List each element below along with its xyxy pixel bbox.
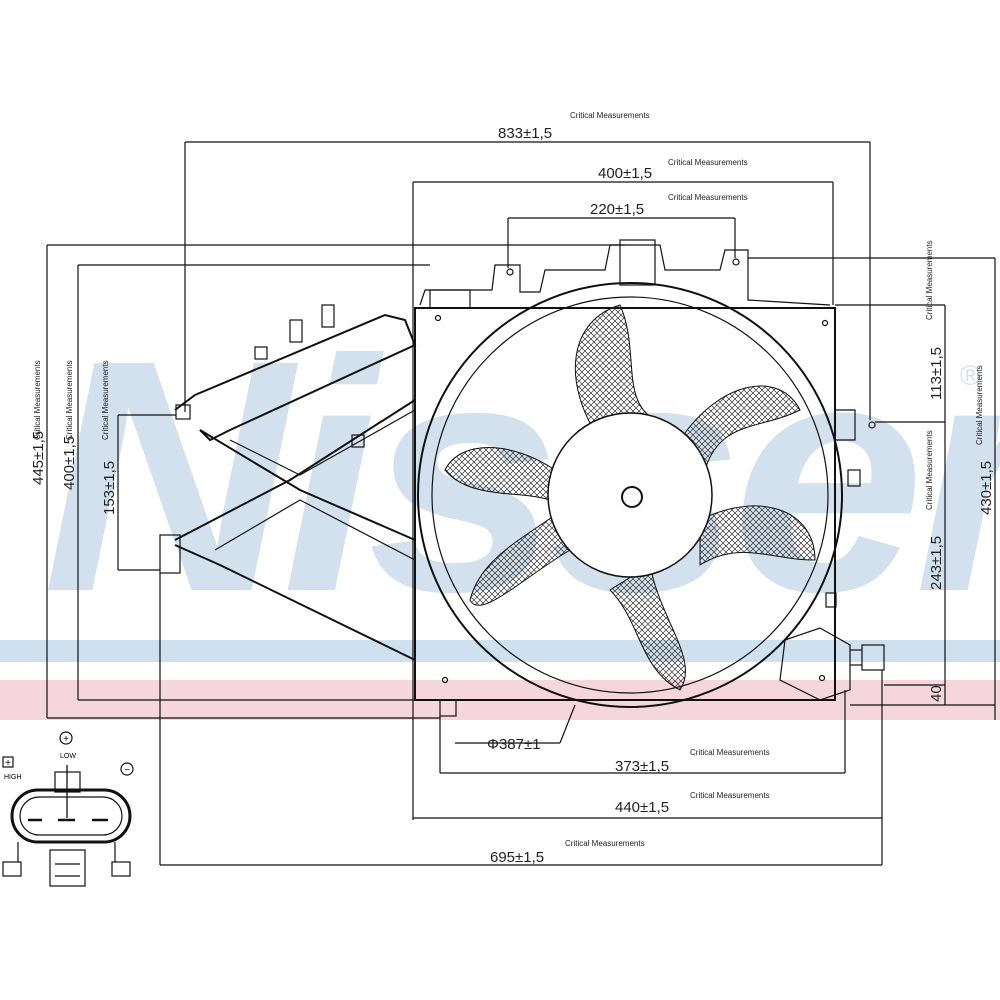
note-400-left: Critical Measurements [65,360,74,440]
note-695: Critical Measurements [565,839,645,848]
pin-label-low: LOW [60,753,76,760]
dim-243: 243±1,5 [928,536,945,590]
dim-153: 153±1,5 [101,461,118,515]
dimension-lines [46,141,996,866]
minus-icon: − [124,765,130,776]
fan-shroud [414,239,885,717]
note-243: Critical Measurements [925,430,934,510]
dim-387: Φ387±1 [487,736,541,753]
note-833: Critical Measurements [570,111,650,120]
blue-band [0,640,1000,662]
plus-icon: + [5,758,11,769]
mounting-bracket [159,304,417,661]
note-153: Critical Measurements [101,360,110,440]
dim-430: 430±1,5 [978,461,995,515]
note-440: Critical Measurements [690,791,770,800]
note-373: Critical Measurements [690,748,770,757]
dim-113: 113±1,5 [928,347,945,400]
note-400-top: Critical Measurements [668,158,748,167]
note-445: Critical Measurements [33,360,42,440]
electrical-connector: + HIGH + LOW − [2,731,134,887]
pin-label-high: HIGH [4,774,22,781]
dim-400-left: 400±1,5 [61,436,78,490]
dim-400-top: 400±1,5 [598,165,652,182]
registered-mark: ® [960,360,981,391]
fan [417,282,843,708]
dim-373: 373±1,5 [615,758,669,775]
note-430: Critical Measurements [975,365,984,445]
note-220: Critical Measurements [668,193,748,202]
dim-40: 40 [928,685,945,702]
note-113: Critical Measurements [925,240,934,320]
dim-445: 445±1,5 [30,431,47,485]
dim-440: 440±1,5 [615,799,669,816]
dim-833: 833±1,5 [498,125,552,142]
dim-695: 695±1,5 [490,849,544,866]
plus-icon: + [63,734,69,745]
dim-220: 220±1,5 [590,201,644,218]
